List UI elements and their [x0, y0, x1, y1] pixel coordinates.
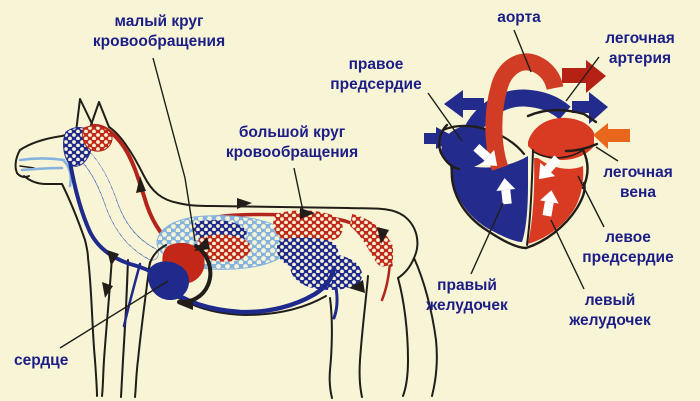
- rear-mesh-venous: [290, 253, 363, 290]
- chamber-flow-arrows: [473, 143, 562, 217]
- flow-arrow-back-right-1: [237, 198, 252, 209]
- label-pulmonary-circuit: малый круг кровообращения: [92, 13, 226, 50]
- leader-aorta: [513, 29, 532, 73]
- vena-cava-arrows: [424, 90, 608, 149]
- rear-mesh-arterial: [350, 214, 393, 267]
- leader-pulmonary-artery: [565, 56, 600, 102]
- lung-mesh-arterial: [197, 234, 251, 262]
- dog-figure: [14, 98, 438, 399]
- head-capillary-mesh-arterial: [82, 125, 113, 152]
- blue-arrow-out-left: [444, 90, 484, 118]
- leader-right-ventricle: [470, 202, 504, 275]
- flow-arrow-frontleg-2: [102, 282, 113, 298]
- flow-arrow-rearmesh-left: [349, 280, 365, 293]
- white-arrow-left-ventricle: [539, 190, 559, 217]
- label-left-ventricle: левый желудочек: [569, 292, 651, 329]
- flow-arrow-lung: [194, 237, 210, 251]
- label-left-atrium: левое предсердие: [582, 229, 674, 266]
- right-heart-blue: [441, 125, 528, 242]
- dog-flow-arrows: [102, 176, 389, 310]
- label-right-atrium: правое предсердие: [330, 56, 422, 93]
- flow-arrow-neck-up: [136, 176, 146, 193]
- label-heart: сердце: [14, 352, 69, 369]
- gut-mesh-arterial: [273, 210, 343, 244]
- leader-heart: [59, 280, 169, 349]
- leader-left-atrium: [577, 175, 605, 228]
- dog-outline: [14, 98, 438, 399]
- pulmonary-vein-arrow: [593, 123, 630, 149]
- label-pulmonary-artery: легочная артерия: [605, 30, 675, 67]
- leader-pulmonary-vein: [595, 146, 619, 162]
- white-arrow-right-atrium: [473, 143, 498, 167]
- leader-right-atrium: [427, 92, 463, 142]
- striped-neck-vein: [71, 143, 159, 261]
- front-leg-vein: [122, 262, 142, 328]
- leader-systemic-circuit: [293, 167, 304, 212]
- label-right-ventricle: правый желудочек: [426, 277, 508, 314]
- rear-leg-vein: [332, 286, 339, 320]
- blue-arrow-out-right: [572, 92, 608, 124]
- aorta-vessel: [485, 53, 564, 171]
- white-arrow-right-ventricle: [496, 178, 516, 205]
- muzzle-capillaries: [18, 157, 73, 188]
- flow-arrow-belly-left: [178, 299, 193, 310]
- label-aorta: аорта: [497, 9, 541, 26]
- heart-detail-diagram: [424, 53, 630, 250]
- flow-arrow-rump-down: [377, 227, 389, 244]
- rear-leg-artery: [380, 260, 392, 302]
- pulmonary-artery-band: [462, 89, 571, 139]
- belly-vein: [165, 265, 337, 315]
- dog-heart: [147, 242, 213, 305]
- contour-atrium-top: [441, 124, 526, 156]
- flow-arrow-frontleg-1: [107, 250, 119, 266]
- flow-arrow-back-right-2: [300, 208, 315, 219]
- leader-left-ventricle: [550, 219, 585, 290]
- leader-pulmonary-circuit: [152, 57, 196, 242]
- label-systemic-circuit: большой круг кровообращения: [225, 124, 359, 161]
- label-pulmonary-vein: легочная вена: [603, 164, 673, 201]
- white-arrow-left-atrium: [538, 155, 562, 180]
- leader-lines: [59, 29, 619, 349]
- left-heart-red: [528, 117, 594, 244]
